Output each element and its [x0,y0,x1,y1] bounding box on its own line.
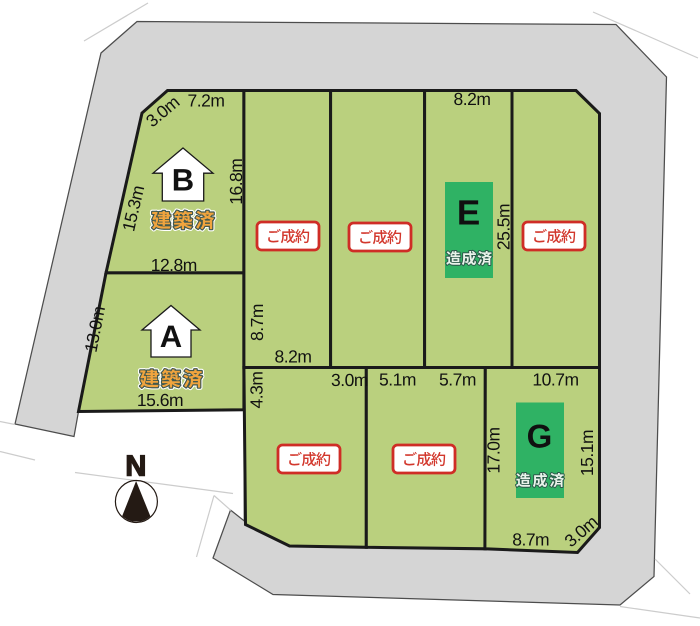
svg-text:N: N [125,450,146,482]
svg-text:15.1m: 15.1m [577,430,597,476]
svg-text:4.3m: 4.3m [247,372,267,409]
svg-text:8.7m: 8.7m [512,529,549,549]
svg-text:12.8m: 12.8m [151,255,197,275]
svg-text:8.2m: 8.2m [275,347,312,367]
svg-text:15.6m: 15.6m [137,390,183,410]
svg-text:B: B [172,163,194,198]
svg-text:3.0m: 3.0m [331,370,368,390]
svg-text:7.2m: 7.2m [188,91,225,111]
svg-text:5.7m: 5.7m [439,370,476,390]
svg-text:8.2m: 8.2m [454,89,491,109]
svg-text:A: A [160,319,182,354]
svg-text:G: G [527,418,553,455]
svg-text:16.8m: 16.8m [226,159,246,205]
svg-text:8.7m: 8.7m [247,304,267,341]
svg-text:E: E [457,194,480,233]
svg-text:5.1m: 5.1m [379,370,416,390]
svg-text:17.0m: 17.0m [484,427,504,473]
svg-text:25.5m: 25.5m [493,204,513,250]
svg-text:10.7m: 10.7m [532,370,578,390]
